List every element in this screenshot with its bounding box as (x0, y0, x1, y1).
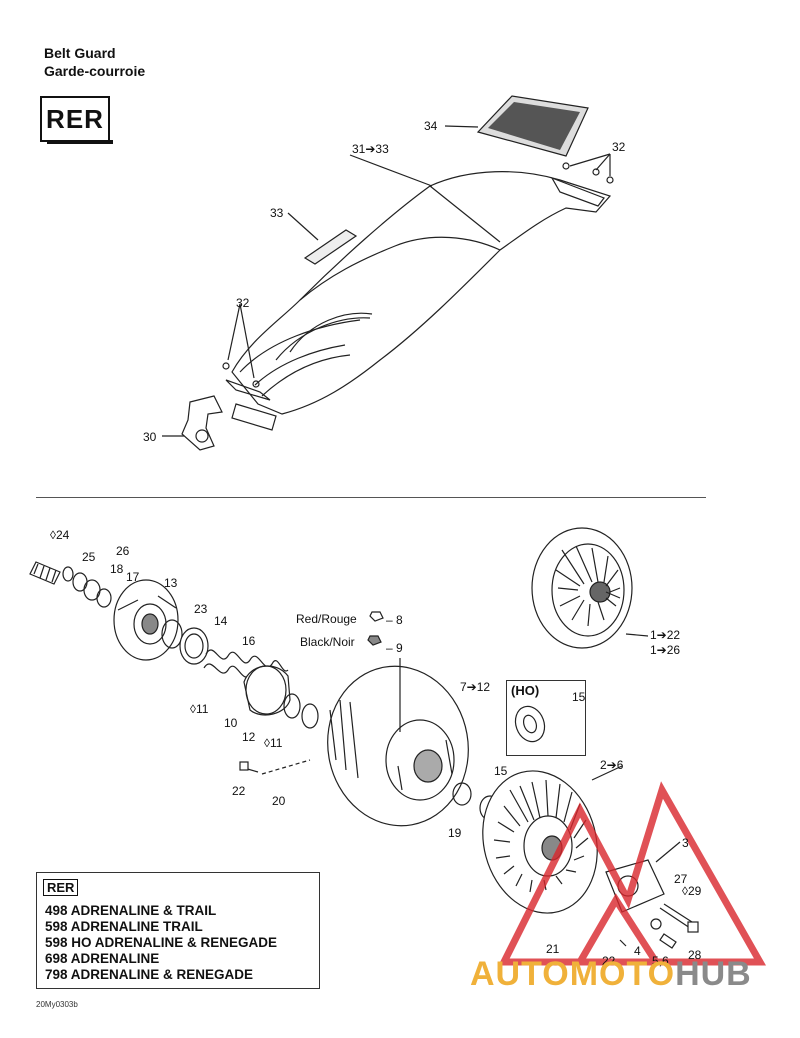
label-17: 17 (126, 570, 140, 584)
watermark-part2: HUB (675, 955, 752, 993)
legend-line: 798 ADRENALINE & RENEGADE (45, 967, 254, 982)
legend-line: 598 ADRENALINE TRAIL (45, 919, 203, 934)
label-red-rouge: Red/Rouge (296, 612, 357, 626)
label-25: 25 (82, 550, 96, 564)
decal-34 (444, 95, 589, 157)
label-13: 13 (164, 576, 178, 590)
label-9: – 9 (386, 641, 403, 655)
label-33: 33 (270, 206, 284, 220)
page-title: Belt Guard Garde-courroie (44, 44, 145, 80)
label-2-6: 2➔6 (600, 758, 624, 772)
label-19: 19 (448, 826, 462, 840)
label-11-a: ◊11 (190, 702, 209, 716)
label-1-26: 1➔26 (650, 643, 681, 657)
title-french: Garde-courroie (44, 63, 146, 79)
legend-line: 698 ADRENALINE (45, 951, 160, 966)
watermark-text: AUTOMOTOHUB (470, 955, 752, 994)
label-34: 34 (424, 119, 438, 133)
label-15-ho: 15 (572, 690, 586, 704)
ho-title: (HO) (511, 683, 540, 698)
legend-line: 598 HO ADRENALINE & RENEGADE (45, 935, 278, 950)
label-23: 23 (194, 602, 208, 616)
label-27: 27 (674, 872, 688, 886)
label-28: 28 (688, 948, 702, 962)
label-29: ◊29 (682, 884, 702, 898)
figure-code: 20My0303b (36, 1000, 78, 1009)
label-24: ◊24 (50, 528, 70, 542)
oil-drop-icon: ◊ (264, 736, 270, 750)
oil-drop-icon: ◊ (190, 702, 196, 716)
watermark-logo (498, 781, 767, 966)
ho-inset: (HO) (506, 680, 586, 756)
label-11-b: ◊11 (264, 736, 283, 750)
legend-line: 498 ADRENALINE & TRAIL (45, 903, 217, 918)
label-7-12: 7➔12 (460, 680, 491, 694)
label-1-22: 1➔22 (650, 628, 681, 642)
label-3: 3 (682, 836, 689, 850)
model-legend: RER 498 ADRENALINE & TRAIL 598 ADRENALIN… (36, 872, 320, 989)
oil-drop-icon: ◊ (50, 528, 56, 542)
label-12: 12 (242, 730, 256, 744)
label-22-b: 22 (602, 954, 616, 968)
label-26: 26 (116, 544, 130, 558)
label-21: 21 (546, 942, 560, 956)
label-14: 14 (214, 614, 228, 628)
label-8: – 8 (386, 613, 403, 627)
label-22-a: 22 (232, 784, 246, 798)
rer-badge: RER (40, 96, 113, 144)
label-4: 4 (634, 944, 641, 958)
label-5-6: 5,6 (652, 954, 669, 968)
oil-drop-icon: ◊ (682, 884, 688, 898)
label-31-33: 31➔33 (352, 142, 389, 156)
legend-rer-tag: RER (43, 879, 79, 896)
watermark-part1: AUTOMOTO (470, 955, 676, 993)
section-divider (36, 497, 706, 498)
label-30: 30 (143, 430, 157, 444)
label-black-noir: Black/Noir (300, 635, 355, 649)
label-32-left: 32 (236, 296, 250, 310)
label-20: 20 (272, 794, 286, 808)
label-18: 18 (110, 562, 124, 576)
label-32-top: 32 (612, 140, 626, 154)
label-15: 15 (494, 764, 508, 778)
label-16: 16 (242, 634, 256, 648)
label-10: 10 (224, 716, 238, 730)
title-english: Belt Guard (44, 45, 116, 61)
